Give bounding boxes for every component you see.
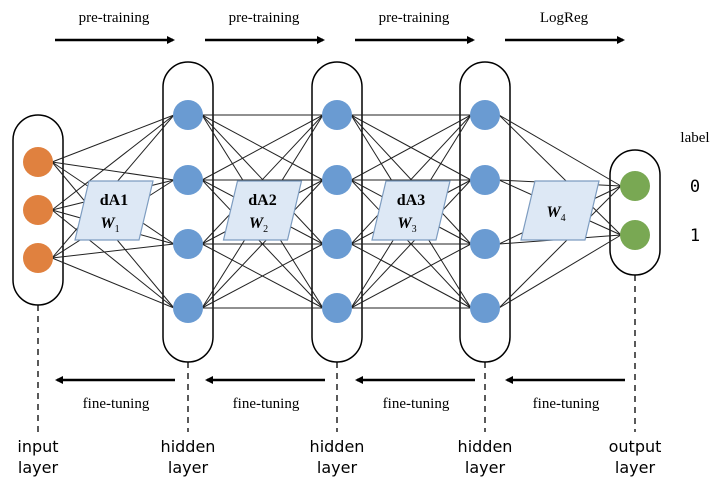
connection-line: [201, 114, 324, 245]
connection-line: [51, 114, 175, 211]
weight-subscript: 4: [561, 213, 566, 224]
connection-line: [498, 114, 622, 236]
weight-symbol: W: [397, 215, 413, 232]
weight-label: W3: [397, 215, 416, 235]
weight-symbol: W: [546, 204, 562, 221]
layer-label-line1: hidden: [458, 437, 513, 456]
weight-symbol: W: [249, 215, 265, 232]
pretraining-label: pre-training: [229, 10, 300, 26]
layer-label-line2: layer: [465, 458, 506, 477]
weight-box: [520, 180, 600, 241]
layer-label-line1: input: [17, 437, 58, 456]
weight-symbol: W: [100, 215, 116, 232]
hidden-node: [173, 165, 203, 195]
connection-line: [498, 234, 622, 309]
autoencoder-label: dA3: [397, 192, 425, 209]
weight-label: W2: [249, 215, 268, 235]
finetuning-label: fine-tuning: [383, 396, 450, 412]
connection-line: [51, 209, 175, 309]
weight-label: W1: [100, 215, 119, 235]
hidden-node: [173, 229, 203, 259]
input-node: [23, 195, 53, 225]
hidden-node: [173, 100, 203, 130]
layer-label-line1: hidden: [161, 437, 216, 456]
finetuning-label: fine-tuning: [533, 396, 600, 412]
connection-line: [201, 179, 324, 309]
hidden-node: [470, 229, 500, 259]
finetuning-label: fine-tuning: [233, 396, 300, 412]
output-node: [620, 220, 650, 250]
layer-label-line2: layer: [615, 458, 656, 477]
weight-subscript: 2: [263, 224, 268, 235]
output-label-header: label: [680, 130, 709, 146]
hidden-node: [173, 293, 203, 323]
connection-line: [51, 257, 175, 309]
finetuning-label: fine-tuning: [83, 396, 150, 412]
hidden-node: [470, 165, 500, 195]
weight-box: [74, 180, 154, 241]
connection-line: [350, 114, 472, 181]
connection-line: [350, 179, 472, 309]
connection-line: [498, 185, 622, 309]
weight-box: [371, 180, 451, 241]
pretraining-label: pre-training: [79, 10, 150, 26]
hidden-node: [470, 100, 500, 130]
weight-label: W4: [546, 204, 565, 224]
output-layer-container: [609, 149, 661, 276]
layer-label-line2: layer: [18, 458, 59, 477]
output-node: [620, 171, 650, 201]
layer-label-line1: output: [609, 437, 662, 456]
pretraining-label: pre-training: [379, 10, 450, 26]
hidden-node: [470, 293, 500, 323]
autoencoder-label: dA1: [100, 192, 128, 209]
hidden-node: [322, 100, 352, 130]
pretraining-label: LogReg: [540, 10, 589, 26]
hidden-node: [322, 229, 352, 259]
input-node: [23, 243, 53, 273]
layer-label-line1: hidden: [310, 437, 365, 456]
input-node: [23, 147, 53, 177]
autoencoder-label: dA2: [248, 192, 276, 209]
connection-line: [350, 114, 472, 245]
output-class-label: 1: [690, 226, 700, 246]
weight-box: [222, 180, 303, 241]
hidden-node: [322, 293, 352, 323]
weight-subscript: 1: [115, 224, 120, 235]
connection-line: [51, 114, 175, 163]
layer-label-line2: layer: [317, 458, 358, 477]
layer-label-line2: layer: [168, 458, 209, 477]
connection-line: [51, 161, 175, 181]
connection-line: [201, 114, 324, 181]
output-class-label: 0: [690, 177, 700, 197]
weight-subscript: 3: [412, 224, 417, 235]
connection-line: [201, 243, 324, 309]
connection-line: [350, 243, 472, 309]
connection-line: [498, 114, 622, 187]
connection-line: [51, 243, 175, 259]
hidden-node: [322, 165, 352, 195]
